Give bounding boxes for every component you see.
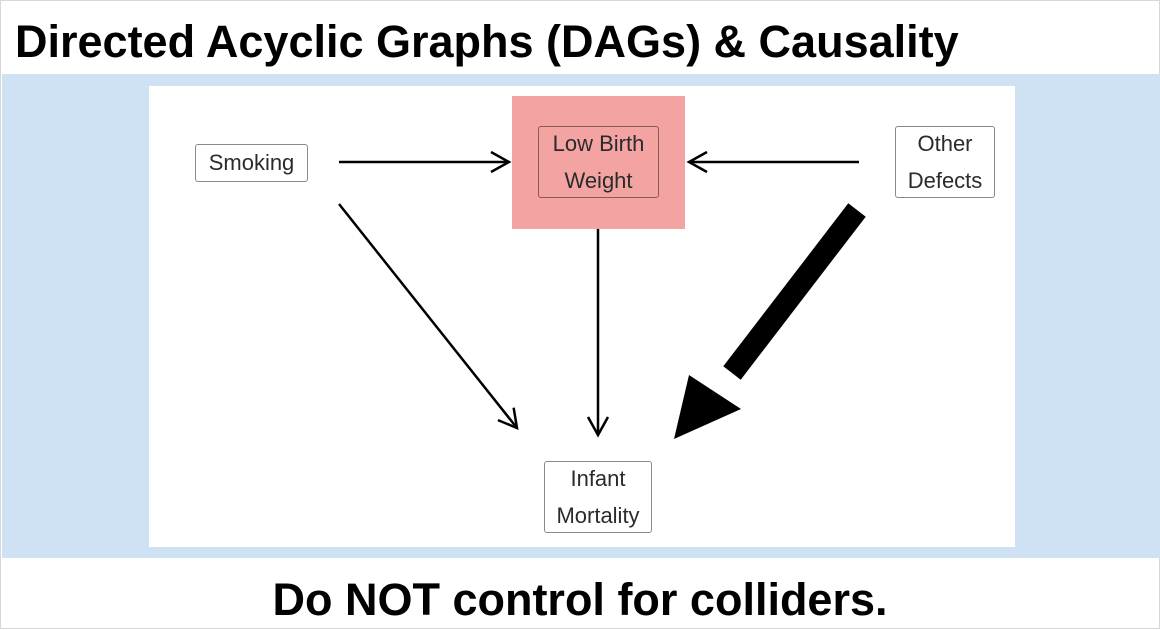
node-other-defects-label: Other Defects <box>907 131 983 193</box>
edge-other-defects-to-infant-mortality-bold <box>723 203 866 380</box>
dag-edges <box>338 150 866 439</box>
node-other-defects: Other Defects <box>895 126 995 198</box>
edge-smoking-to-infant-mortality <box>338 203 519 431</box>
dag-diagram: Smoking Low Birth Weight Other Defects I… <box>149 86 1015 547</box>
node-smoking: Smoking <box>195 144 308 182</box>
node-low-birth-weight-label: Low Birth Weight <box>552 131 645 193</box>
node-low-birth-weight: Low Birth Weight <box>538 126 659 198</box>
node-infant-mortality: Infant Mortality <box>544 461 652 533</box>
bold-arrowhead <box>674 375 741 439</box>
node-infant-mortality-label: Infant Mortality <box>556 466 640 528</box>
slide-title: Directed Acyclic Graphs (DAGs) & Causali… <box>15 16 959 67</box>
slide-caption: Do NOT control for colliders. <box>272 574 888 625</box>
node-smoking-label: Smoking <box>208 150 295 175</box>
